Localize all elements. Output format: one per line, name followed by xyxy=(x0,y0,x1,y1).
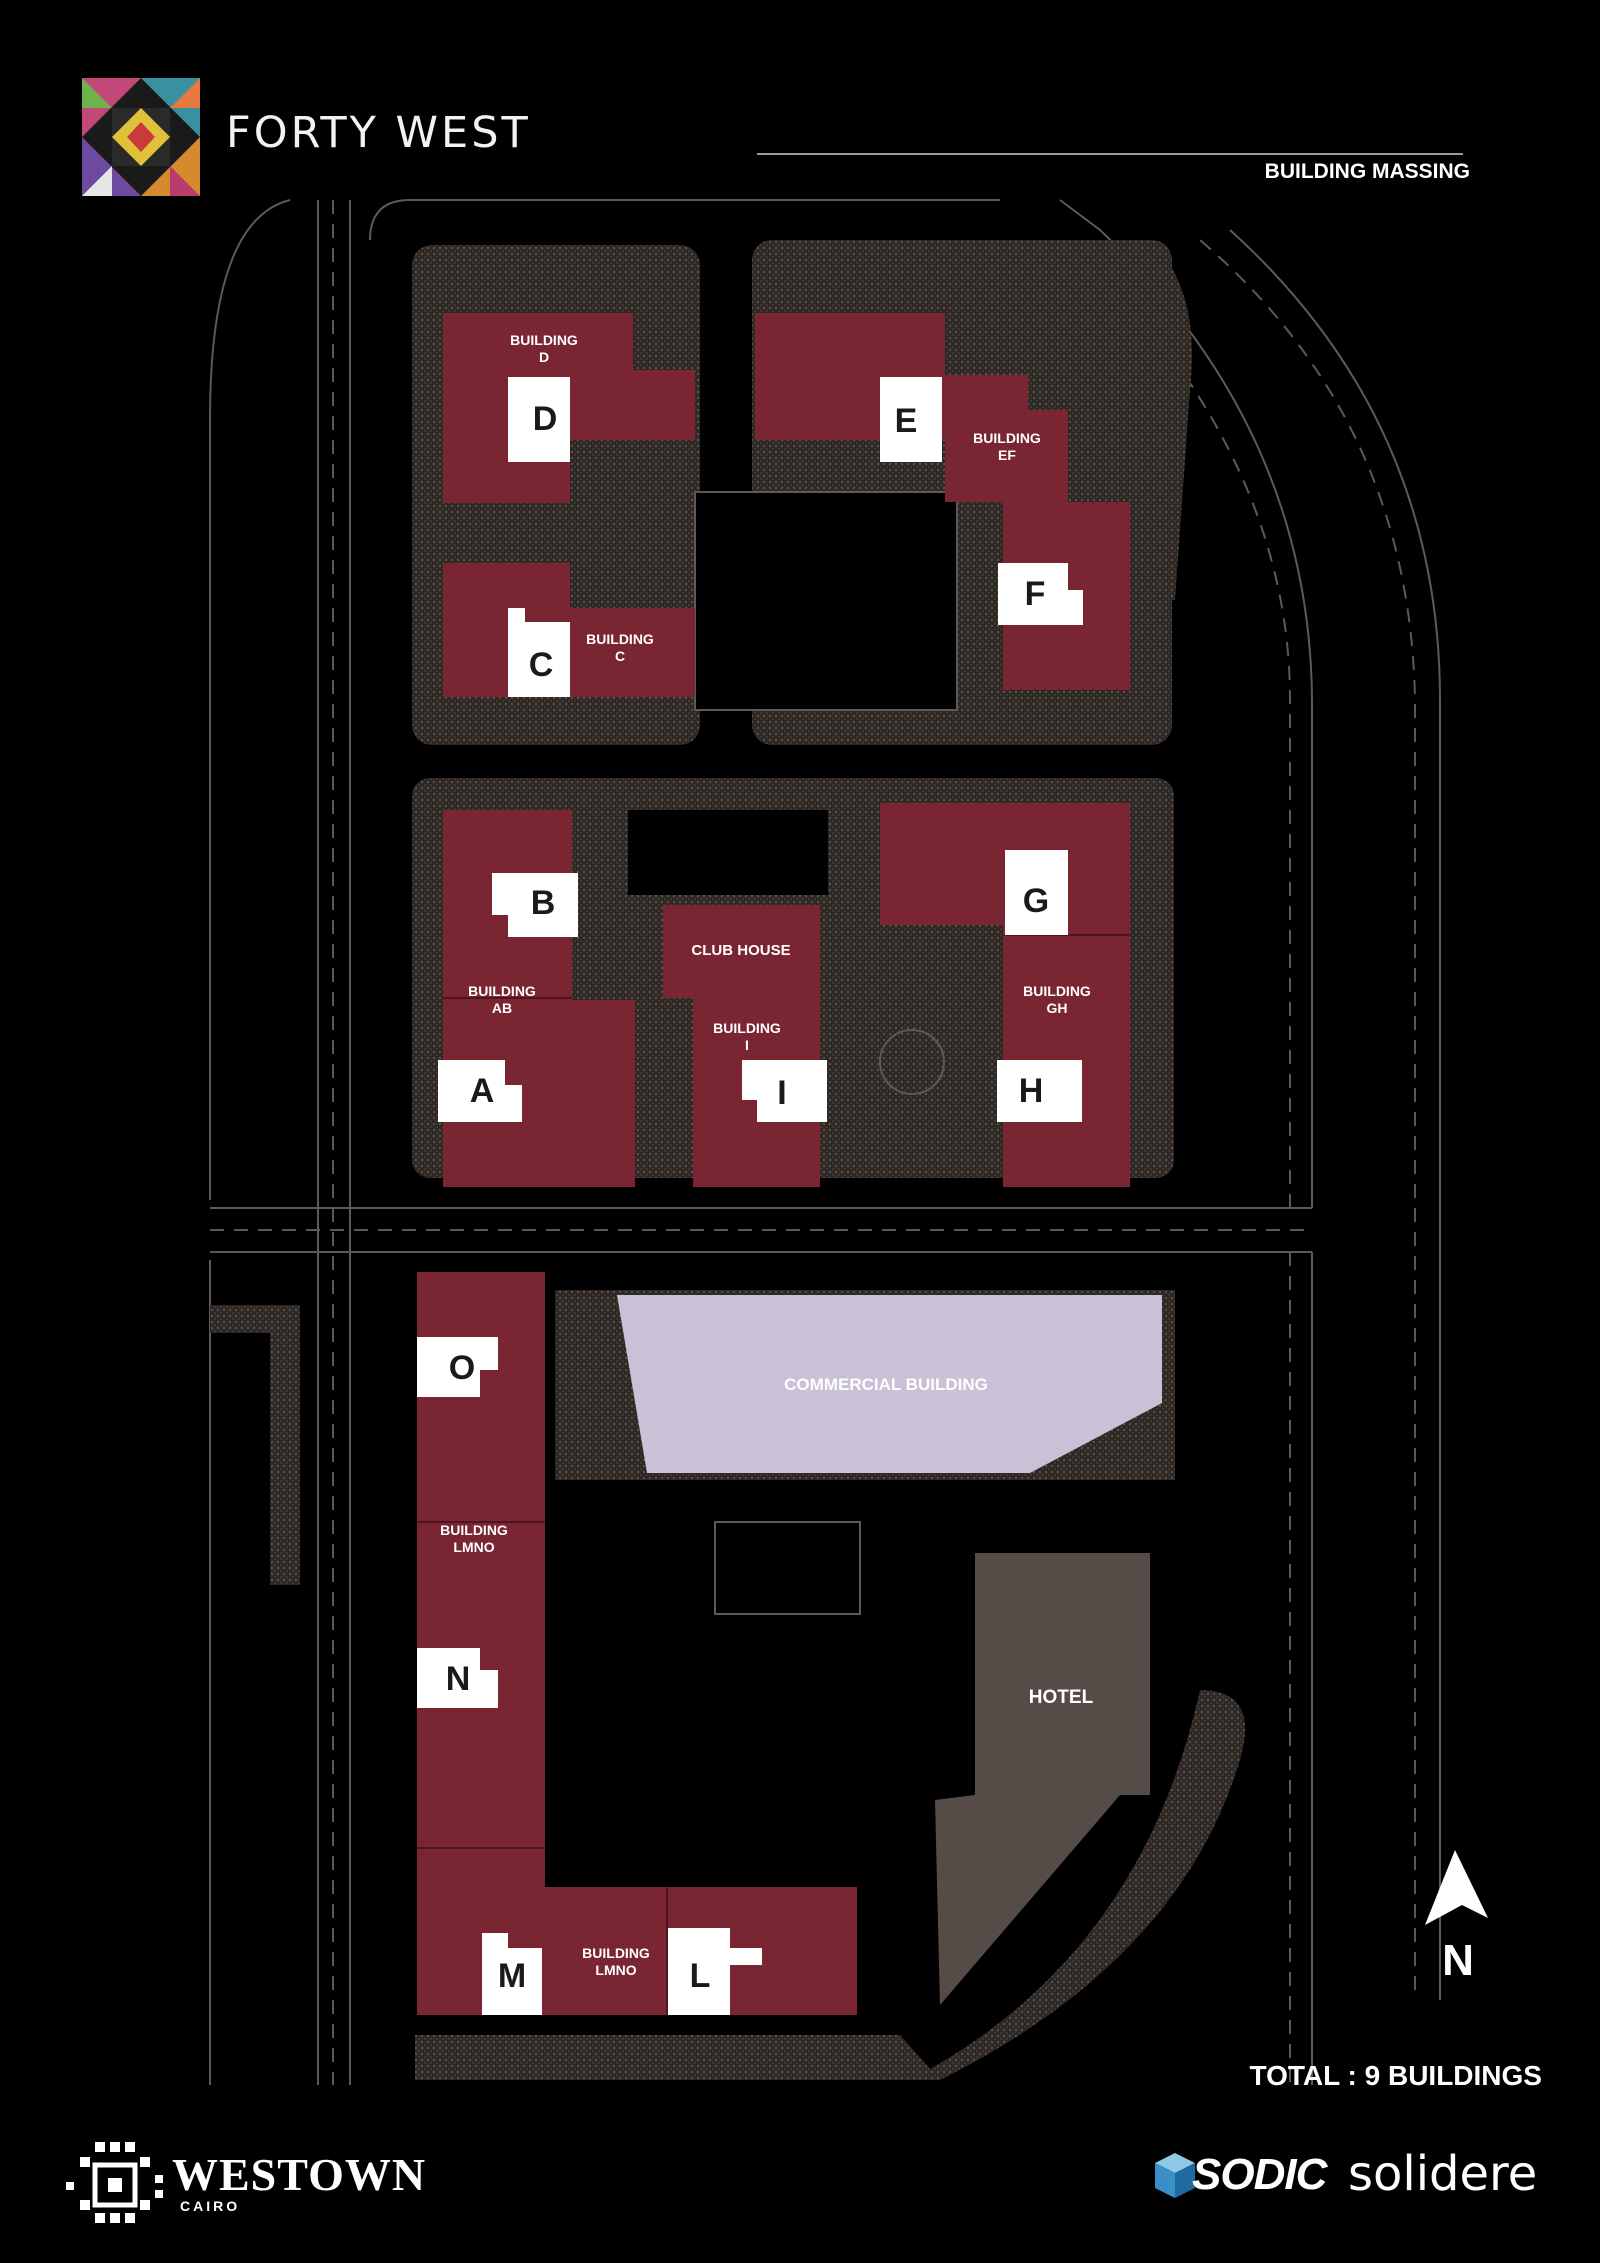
unit-letter-i: I xyxy=(777,1074,786,1112)
building-ef-east-mass xyxy=(945,375,1130,690)
unit-letter-boxes xyxy=(417,377,1083,2015)
unit-letter-g: G xyxy=(1023,882,1049,920)
forty-west-logo xyxy=(82,78,200,196)
unit-letter-b: B xyxy=(531,884,556,922)
building-lmno-mass xyxy=(417,1272,857,2015)
road-network xyxy=(209,199,1441,2085)
unit-letters: D E F C B A I G H O N M L xyxy=(446,400,1050,1995)
unit-letter-n: N xyxy=(446,1660,471,1698)
unit-letter-f: F xyxy=(1025,575,1046,613)
unit-letter-a: A xyxy=(470,1072,495,1110)
header-rule xyxy=(757,153,1463,155)
club-house-label: CLUB HOUSE xyxy=(691,942,790,959)
unit-letter-o: O xyxy=(449,1349,475,1387)
westown-wordmark: WESTOWN xyxy=(172,2149,427,2200)
total-buildings: TOTAL : 9 BUILDINGS xyxy=(1249,2060,1542,2091)
commercial-building-label: COMMERCIAL BUILDING xyxy=(784,1375,988,1394)
section-title: BUILDING MASSING xyxy=(1264,160,1470,183)
sodic-wordmark: SODIC xyxy=(1192,2150,1327,2199)
north-arrow-icon: N xyxy=(1425,1850,1488,1985)
unit-letter-m: M xyxy=(498,1957,526,1995)
hotel-label: HOTEL xyxy=(1029,1687,1094,1708)
solidere-wordmark: solidere xyxy=(1348,2146,1538,2202)
westown-subtitle: CAIRO xyxy=(180,2198,241,2214)
unit-letter-c: C xyxy=(529,646,554,684)
unit-letter-l: L xyxy=(690,1957,711,1995)
club-house-mass xyxy=(663,905,820,998)
unit-letter-d: D xyxy=(533,400,558,438)
westown-logo-icon xyxy=(66,2142,163,2223)
commercial-building-mass xyxy=(617,1295,1162,1473)
unit-letter-h: H xyxy=(1019,1072,1044,1110)
compass-label: N xyxy=(1442,1936,1474,1985)
sodic-logo-icon xyxy=(1155,2153,1195,2198)
brand-name: FORTY WEST xyxy=(226,108,531,158)
central-courtyard xyxy=(628,491,958,1615)
hotel-mass xyxy=(935,1553,1150,2005)
unit-letter-e: E xyxy=(895,402,918,440)
